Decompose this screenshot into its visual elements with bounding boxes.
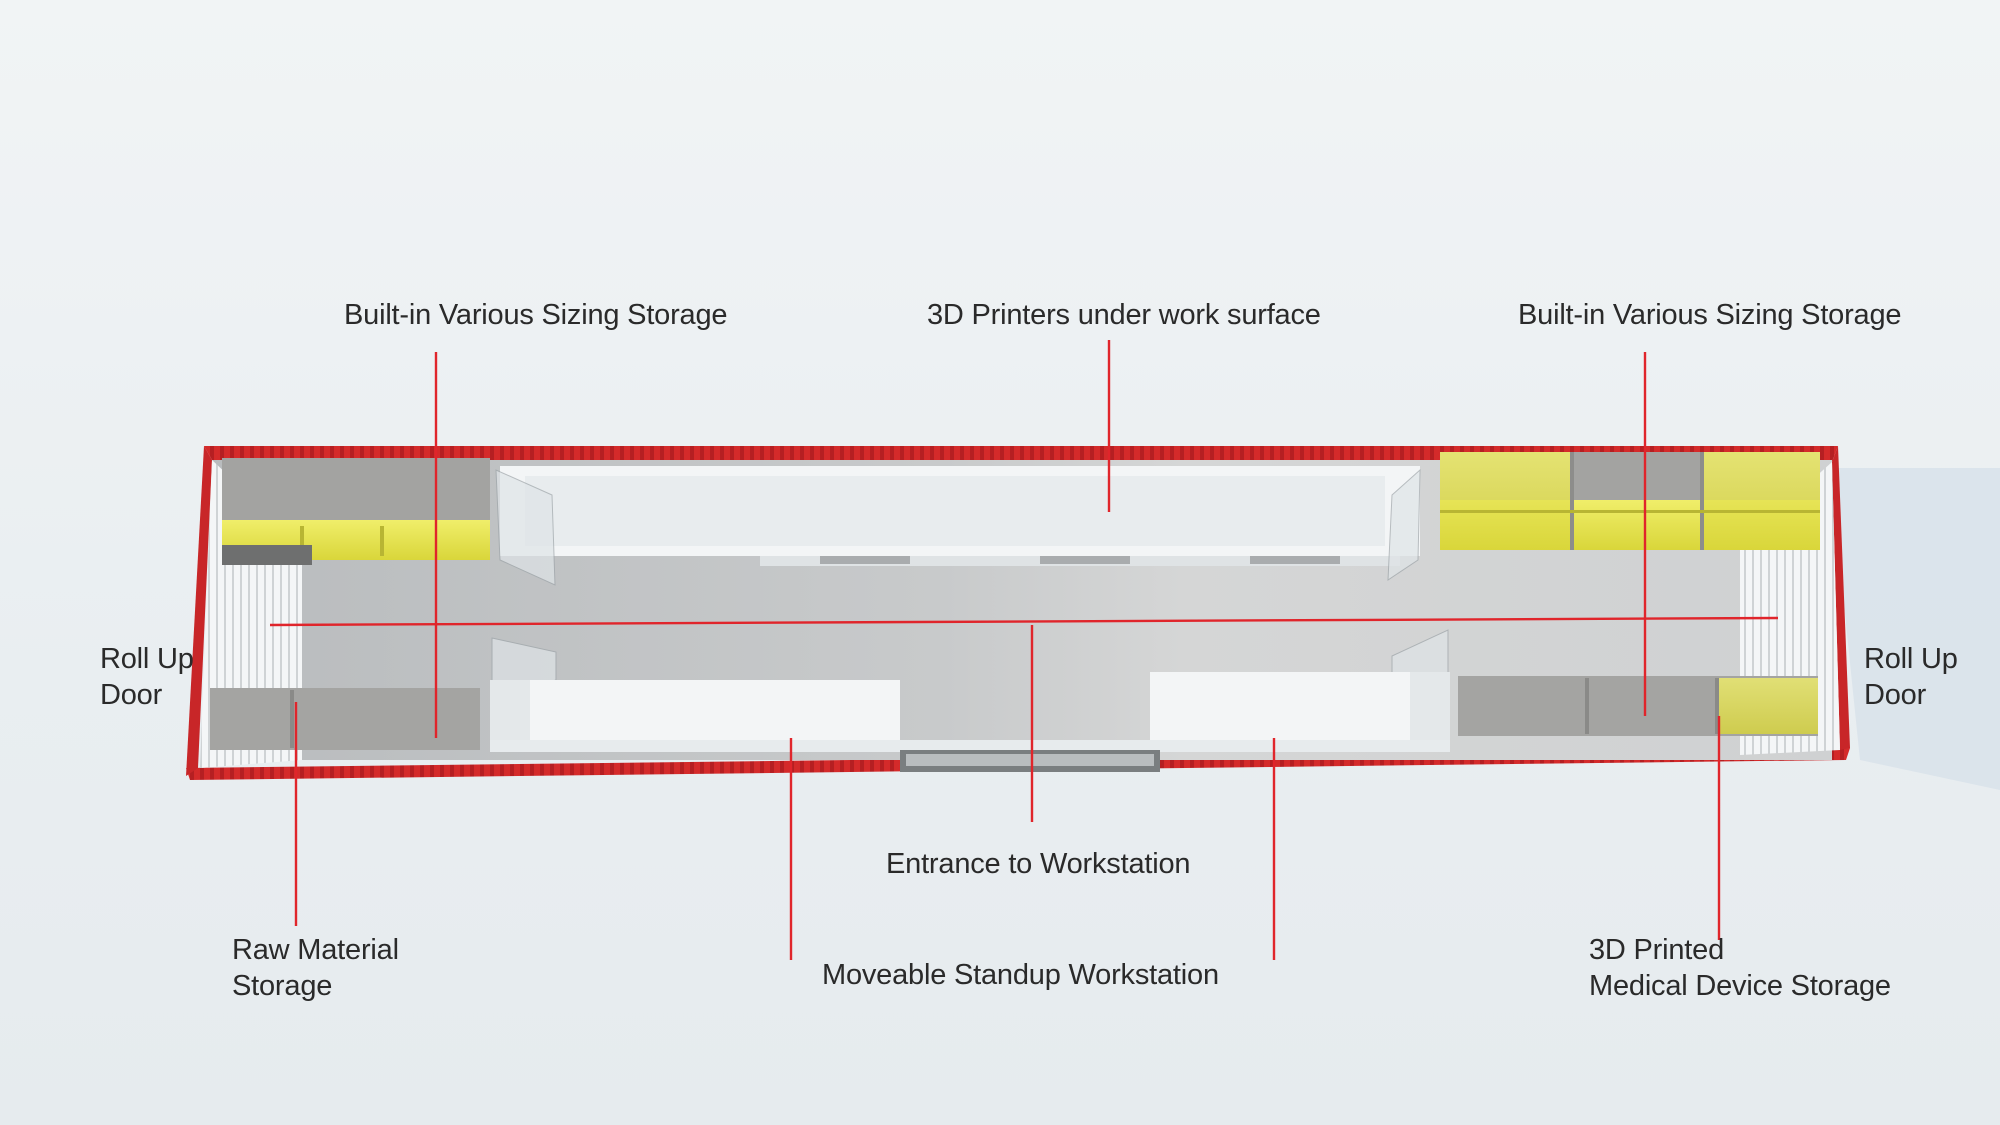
label-rollup-left-line2: Door bbox=[100, 679, 163, 711]
leader-lines bbox=[269, 340, 1779, 960]
left-storage-cabinet-top bbox=[222, 458, 490, 520]
label-rollup-right-line1: Roll Up bbox=[1864, 643, 1958, 675]
label-workstation: Moveable Standup Workstation bbox=[822, 959, 1219, 991]
label-storage-left: Built-in Various Sizing Storage bbox=[344, 299, 728, 331]
glass-partition bbox=[495, 469, 556, 586]
label-medical-line1: 3D Printed bbox=[1589, 934, 1725, 966]
raw-material-storage-cabinet bbox=[210, 688, 480, 750]
label-rollup-left: Roll Up Door bbox=[100, 641, 194, 713]
label-entrance: Entrance to Workstation bbox=[886, 848, 1191, 880]
label-rollup-right: Roll Up Door bbox=[1864, 641, 1958, 713]
label-storage-right: Built-in Various Sizing Storage bbox=[1518, 299, 1902, 331]
standup-workstation-right bbox=[1150, 672, 1410, 740]
container-wall-left bbox=[186, 446, 212, 776]
label-raw-material-line2: Storage bbox=[232, 970, 333, 1002]
label-raw-material: Raw Material Storage bbox=[232, 932, 399, 1004]
container-wall-right bbox=[1832, 446, 1850, 750]
label-printers: 3D Printers under work surface bbox=[927, 299, 1321, 331]
leader-rollup-axis bbox=[269, 616, 1779, 627]
label-medical: 3D Printed Medical Device Storage bbox=[1589, 932, 1891, 1004]
label-rollup-left-line1: Roll Up bbox=[100, 643, 194, 675]
container-shadow bbox=[1830, 468, 2000, 790]
glass-partition bbox=[1387, 468, 1421, 581]
label-raw-material-line1: Raw Material bbox=[232, 934, 399, 966]
standup-workstation-left bbox=[530, 680, 900, 740]
label-rollup-right-line2: Door bbox=[1864, 679, 1927, 711]
container-wall-top bbox=[204, 446, 1838, 462]
label-medical-line2: Medical Device Storage bbox=[1589, 970, 1891, 1002]
